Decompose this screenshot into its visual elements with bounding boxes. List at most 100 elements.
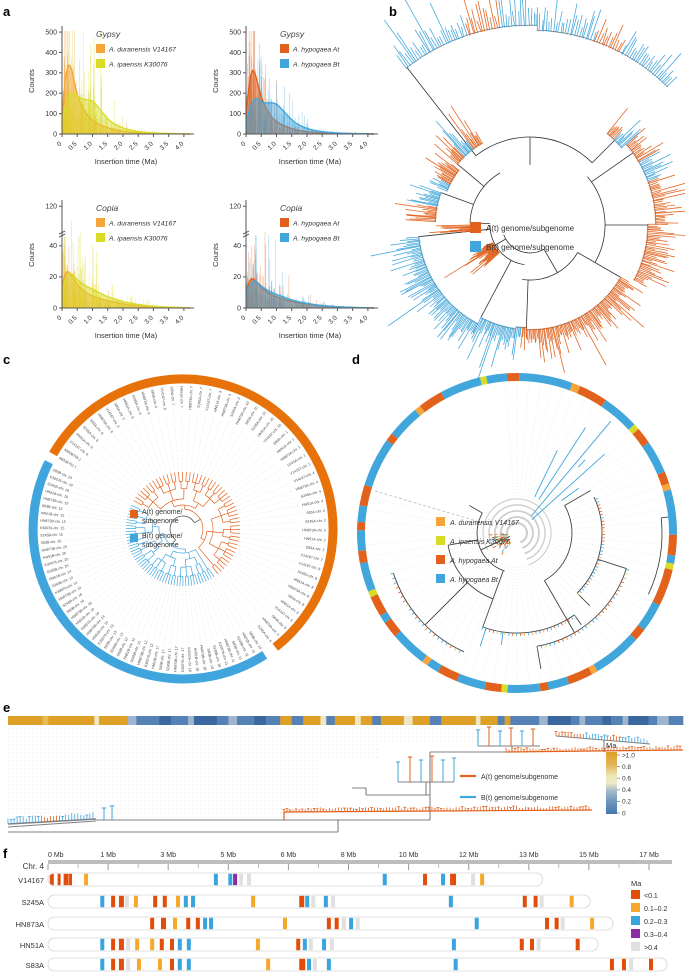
legend-swatch <box>130 510 138 518</box>
tip-label: HN873A-chr. 9 <box>140 391 150 415</box>
svg-text:0.5: 0.5 <box>67 314 79 326</box>
b-genome-arc <box>28 460 268 684</box>
svg-text:3.0: 3.0 <box>327 140 339 152</box>
legend-swatch <box>470 241 481 252</box>
heatmap-segment <box>237 716 255 725</box>
heatmap-segment <box>303 716 321 725</box>
band <box>213 873 218 886</box>
x-axis-label: Insertion time (Ma) <box>279 157 342 166</box>
tip-label: HN873B-chr. 17 <box>173 646 178 672</box>
legend-label: 0.3–0.4 <box>644 932 667 939</box>
heatmap-segment <box>334 716 356 725</box>
tip-label: S245B-chr. 12 <box>130 640 142 663</box>
band <box>118 938 124 951</box>
tip-label: K30076-chr. 17 <box>181 648 185 672</box>
band <box>173 917 178 930</box>
tip-label: V14167-chr. 2 <box>300 553 323 562</box>
band <box>451 938 456 951</box>
svg-text:40: 40 <box>49 243 57 250</box>
colorbar <box>606 752 617 814</box>
band <box>355 917 360 930</box>
band <box>183 895 188 908</box>
tip-label: HN51A-chr. 7 <box>179 386 183 408</box>
svg-text:2.0: 2.0 <box>113 314 125 326</box>
heatmap-segment <box>193 716 218 725</box>
chromosome-row <box>47 916 614 931</box>
band <box>296 938 301 951</box>
band <box>323 895 328 908</box>
tip-label: HN51A-chr. 4 <box>302 499 324 507</box>
tip-label: K30076-chr. 11 <box>218 641 229 665</box>
legend-label: A. duranensis V14167 <box>108 47 176 54</box>
tip-label: HN51B-chr. 17 <box>151 645 160 669</box>
band <box>307 958 312 971</box>
band <box>536 938 541 951</box>
band <box>57 873 61 886</box>
band <box>629 958 634 971</box>
scale-bar <box>48 860 672 864</box>
heatmap-segment <box>254 716 267 725</box>
svg-text:0: 0 <box>53 131 57 138</box>
scale-label: 12 Mb <box>459 852 479 859</box>
band <box>228 873 233 886</box>
band <box>136 958 141 971</box>
plot-title: Copia <box>280 203 302 213</box>
legend-label: A. ipaensis K30076 <box>108 236 168 243</box>
band <box>329 938 334 951</box>
legend-swatch <box>436 517 445 526</box>
tip-label: HN873B-chr. 20 <box>41 545 67 553</box>
heatmap-segment <box>94 716 100 725</box>
heatmap-segment <box>648 716 658 725</box>
band <box>302 938 307 951</box>
scale-label: 6 Mb <box>281 852 297 859</box>
panel-label-a: a <box>3 4 11 19</box>
band <box>150 938 155 951</box>
svg-text:20: 20 <box>233 274 241 281</box>
tip-label: K30076-chr. 20 <box>44 557 69 567</box>
tip-label: HN873B-chr. 12 <box>137 640 149 666</box>
tip-label: S83A-chr. 9 <box>150 389 158 408</box>
band <box>69 873 73 886</box>
tip-label: HN873A-chr. 7 <box>188 386 193 410</box>
panel-label-f: f <box>3 846 8 861</box>
svg-text:2.0: 2.0 <box>297 140 309 152</box>
legend-label: subgenome <box>142 518 179 525</box>
svg-text:2.0: 2.0 <box>113 140 125 152</box>
legend-label: B(t) genome/ <box>142 533 183 540</box>
heatmap-segment <box>622 716 629 725</box>
band <box>150 917 155 930</box>
chromosome-row <box>47 894 591 909</box>
legend-label: >0.4 <box>644 945 658 952</box>
svg-text:2.5: 2.5 <box>128 314 140 326</box>
heatmap-segment <box>354 716 362 725</box>
band <box>305 895 310 908</box>
band <box>186 917 191 930</box>
row-label: HN873A <box>16 920 44 929</box>
tip-label: S83A-chr. 7 <box>170 386 175 405</box>
tip-label: S245A-chr. 9 <box>131 394 142 415</box>
svg-text:3.5: 3.5 <box>343 140 355 152</box>
heatmap-segment <box>403 716 413 725</box>
heatmap-segment <box>372 716 382 725</box>
svg-text:1.5: 1.5 <box>98 140 110 152</box>
tip-label: S83B-chr. 11 <box>231 640 243 660</box>
band <box>609 958 614 971</box>
x-axis-label: Insertion time (Ma) <box>279 331 342 340</box>
svg-text:40: 40 <box>233 243 241 250</box>
tip-label: S83B-chr. 20 <box>41 539 62 545</box>
svg-text:0.5: 0.5 <box>67 140 79 152</box>
tip-label: S83A-chr. 2 <box>306 545 325 552</box>
svg-text:1.5: 1.5 <box>98 314 110 326</box>
band <box>308 938 313 951</box>
legend-label: A. hypogaea Bt <box>449 577 499 584</box>
heatmap-segment <box>668 716 684 725</box>
colorbar-tick: >1.0 <box>622 752 635 759</box>
band <box>349 917 354 930</box>
band <box>453 958 458 971</box>
panel-label-e: e <box>3 700 11 715</box>
band <box>471 873 476 886</box>
scale-label: 13 Mb <box>519 852 539 859</box>
